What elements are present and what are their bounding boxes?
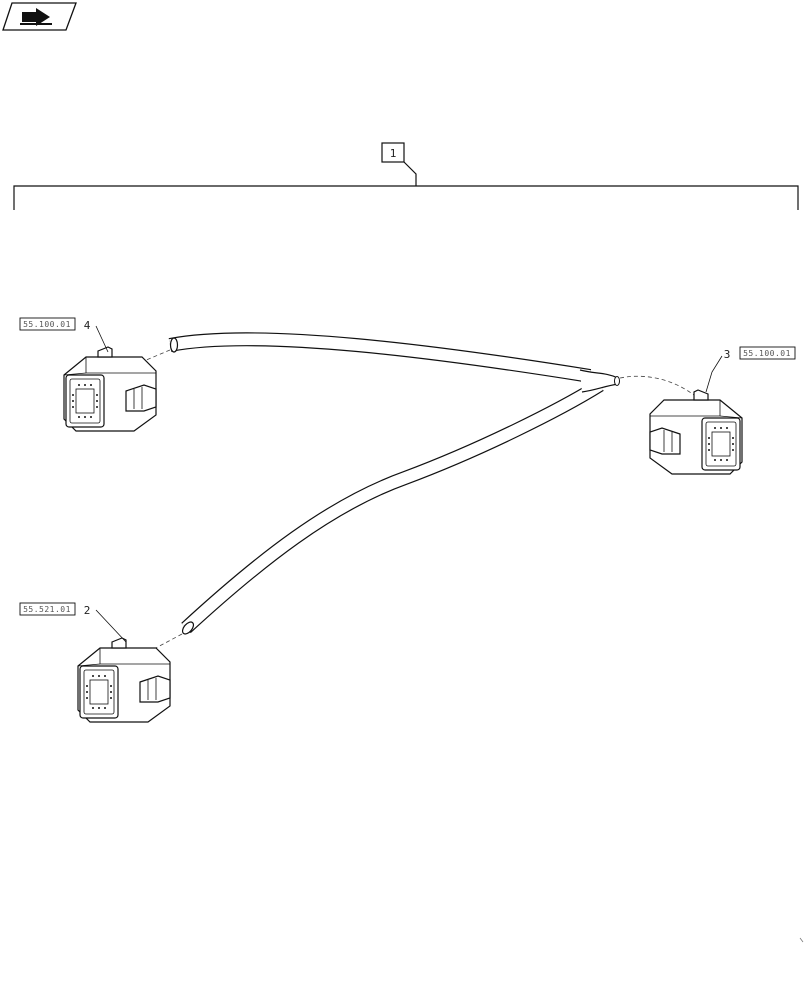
part-callout-3: 55.100.01 3 <box>724 346 796 361</box>
forward-arrow-icon[interactable] <box>2 2 77 31</box>
assembly-brace <box>13 161 799 210</box>
cable-bundle <box>131 332 701 651</box>
callout-number-4: 4 <box>84 319 91 332</box>
callout-number-2: 2 <box>84 604 91 617</box>
connector-4 <box>63 346 157 432</box>
connector-2 <box>77 637 171 723</box>
reference-label-2: 55.521.01 <box>23 605 71 614</box>
reference-label-4: 55.100.01 <box>23 320 71 329</box>
leader-line-3 <box>705 355 723 393</box>
assembly-callout-number: 1 <box>390 147 397 160</box>
assembly-callout: 1 <box>381 142 405 163</box>
leader-line-2 <box>95 609 127 643</box>
connector-3 <box>649 389 743 475</box>
callout-number-3: 3 <box>724 348 731 361</box>
part-callout-2: 55.521.01 2 <box>19 602 91 617</box>
leader-line-4 <box>95 325 109 353</box>
reference-label-3: 55.100.01 <box>743 349 791 358</box>
part-callout-4: 55.100.01 4 <box>19 317 91 332</box>
corner-mark <box>799 937 804 943</box>
